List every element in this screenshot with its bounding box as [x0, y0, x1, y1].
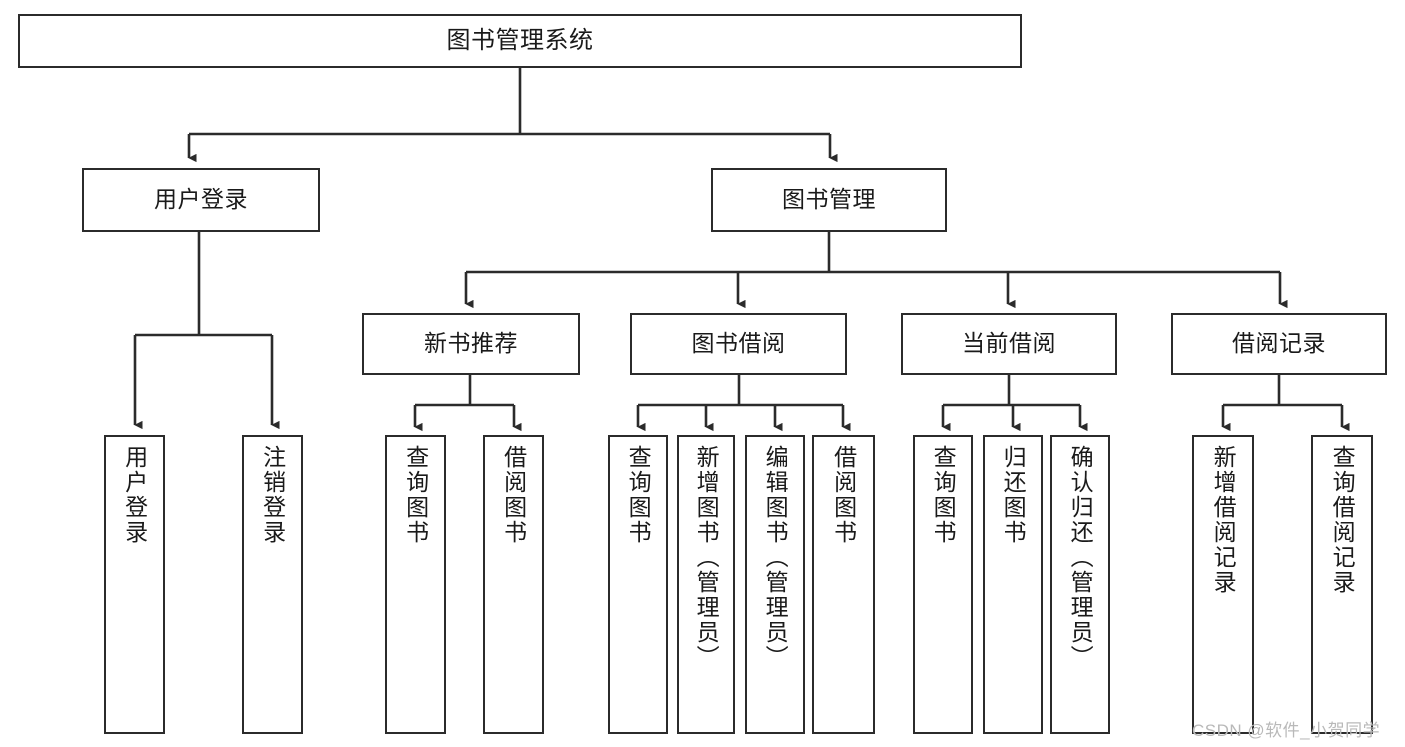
node-borrow-record-label: 借阅记录 — [1232, 330, 1326, 357]
node-leaf-borrow-book-2-label: 借阅图书 — [830, 445, 857, 545]
csdn-watermark: CSDN @软件_小贺同学 — [1192, 721, 1381, 740]
node-leaf-add-book-label: 新增图书（管理员） — [693, 445, 720, 670]
node-book-borrow[interactable]: 图书借阅 — [630, 313, 847, 375]
node-leaf-confirm-return[interactable]: 确认归还（管理员） — [1050, 435, 1110, 734]
node-current-borrow-label: 当前借阅 — [962, 330, 1056, 357]
node-leaf-logout-login-label: 注销登录 — [259, 445, 286, 545]
node-leaf-borrow-book-1-label: 借阅图书 — [500, 445, 527, 545]
node-root-label: 图书管理系统 — [446, 26, 594, 54]
node-leaf-borrow-book-1[interactable]: 借阅图书 — [483, 435, 544, 734]
node-leaf-return-book-label: 归还图书 — [1000, 445, 1027, 545]
node-leaf-query-book-3[interactable]: 查询图书 — [913, 435, 973, 734]
node-book-manage-label: 图书管理 — [782, 186, 876, 213]
node-leaf-edit-book-label: 编辑图书（管理员） — [762, 445, 789, 670]
node-leaf-user-login[interactable]: 用户登录 — [104, 435, 165, 734]
node-leaf-query-record-label: 查询借阅记录 — [1329, 445, 1356, 595]
node-borrow-record[interactable]: 借阅记录 — [1171, 313, 1387, 375]
node-leaf-logout-login[interactable]: 注销登录 — [242, 435, 303, 734]
node-leaf-edit-book[interactable]: 编辑图书（管理员） — [745, 435, 805, 734]
node-book-borrow-label: 图书借阅 — [691, 330, 786, 357]
node-current-borrow[interactable]: 当前借阅 — [901, 313, 1117, 375]
node-leaf-borrow-book-2[interactable]: 借阅图书 — [812, 435, 875, 734]
node-leaf-query-book-3-label: 查询图书 — [930, 445, 957, 545]
node-root[interactable]: 图书管理系统 — [18, 14, 1022, 68]
node-book-manage[interactable]: 图书管理 — [711, 168, 947, 232]
node-new-book-recommend-label: 新书推荐 — [424, 330, 518, 357]
node-leaf-return-book[interactable]: 归还图书 — [983, 435, 1043, 734]
node-user-login-label: 用户登录 — [154, 186, 248, 213]
node-leaf-query-book-1-label: 查询图书 — [402, 445, 429, 545]
node-leaf-query-book-2-label: 查询图书 — [625, 445, 652, 545]
node-leaf-query-book-1[interactable]: 查询图书 — [385, 435, 446, 734]
node-leaf-query-record[interactable]: 查询借阅记录 — [1311, 435, 1373, 734]
node-leaf-add-book[interactable]: 新增图书（管理员） — [677, 435, 735, 734]
node-leaf-user-login-label: 用户登录 — [121, 445, 148, 545]
node-leaf-add-record[interactable]: 新增借阅记录 — [1192, 435, 1254, 734]
node-leaf-add-record-label: 新增借阅记录 — [1210, 445, 1237, 595]
node-leaf-query-book-2[interactable]: 查询图书 — [608, 435, 668, 734]
node-user-login[interactable]: 用户登录 — [82, 168, 320, 232]
node-leaf-confirm-return-label: 确认归还（管理员） — [1067, 445, 1094, 670]
node-new-book-recommend[interactable]: 新书推荐 — [362, 313, 580, 375]
